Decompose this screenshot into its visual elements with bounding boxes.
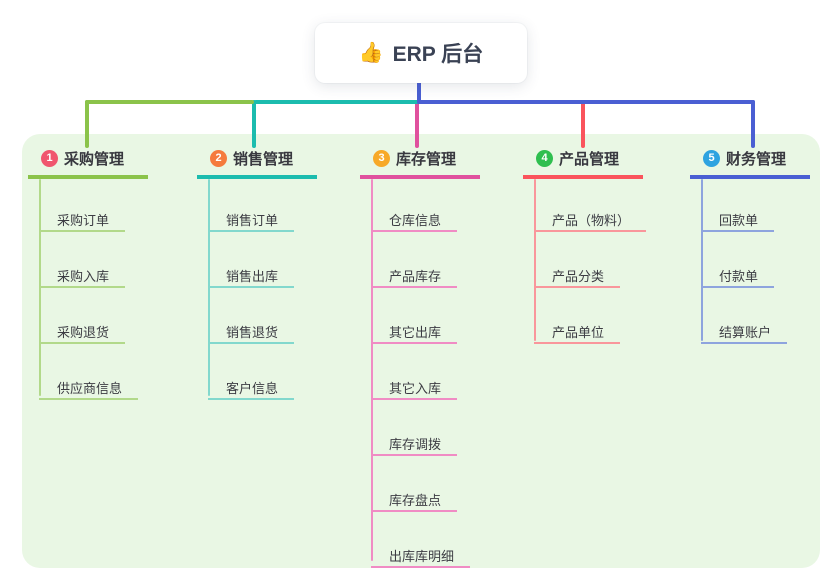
child-node[interactable]: 客户信息 [208, 347, 295, 400]
branch-label: 库存管理 [396, 151, 457, 168]
branch-label: 产品管理 [559, 151, 620, 168]
child-node[interactable]: 结算账户 [701, 291, 788, 344]
background-panel [22, 134, 820, 568]
connector-drop-2 [252, 100, 256, 148]
child-node[interactable]: 采购订单 [39, 179, 126, 232]
branch-children: 回款单付款单结算账户 [701, 179, 788, 347]
child-node[interactable]: 销售退货 [208, 291, 295, 344]
branch-node-3[interactable]: 3 库存管理 [360, 149, 480, 179]
branch-label: 销售管理 [233, 151, 294, 168]
child-node[interactable]: 其它入库 [371, 347, 458, 400]
child-node[interactable]: 其它出库 [371, 291, 458, 344]
branch-children: 仓库信息产品库存其它出库其它入库库存调拨库存盘点出库库明细 [371, 179, 471, 571]
branch-children: 产品（物料）产品分类产品单位 [534, 179, 647, 347]
root-node[interactable]: 👍 ERP 后台 [315, 23, 527, 83]
branch-node-4[interactable]: 4 产品管理 [523, 149, 643, 179]
branch-children: 销售订单销售出库销售退货客户信息 [208, 179, 295, 403]
branch-3: 3 库存管理仓库信息产品库存其它出库其它入库库存调拨库存盘点出库库明细 [360, 149, 480, 568]
branch-1: 1 采购管理采购订单采购入库采购退货供应商信息 [28, 149, 148, 400]
branch-node-2[interactable]: 2 销售管理 [197, 149, 317, 179]
child-node[interactable]: 供应商信息 [39, 347, 139, 400]
branch-number-badge: 5 [703, 150, 720, 167]
connector-drop-1 [85, 100, 89, 148]
branch-child-line [371, 179, 373, 561]
branch-5: 5 财务管理回款单付款单结算账户 [690, 149, 810, 344]
branch-number-badge: 3 [373, 150, 390, 167]
root-title: ERP 后台 [392, 43, 484, 66]
connector-drop-3 [415, 100, 419, 148]
branch-number-badge: 1 [41, 150, 58, 167]
child-node[interactable]: 库存盘点 [371, 459, 458, 512]
connector-root-stem [417, 80, 421, 104]
child-node[interactable]: 产品（物料） [534, 179, 647, 232]
connector-bus-mid [254, 100, 419, 104]
child-node[interactable]: 采购入库 [39, 235, 126, 288]
child-node[interactable]: 采购退货 [39, 291, 126, 344]
branch-4: 4 产品管理产品（物料）产品分类产品单位 [523, 149, 647, 344]
branch-child-line [534, 179, 536, 341]
child-node[interactable]: 回款单 [701, 179, 775, 232]
connector-drop-5 [751, 100, 755, 148]
child-node[interactable]: 付款单 [701, 235, 775, 288]
child-node[interactable]: 产品库存 [371, 235, 458, 288]
child-node[interactable]: 出库库明细 [371, 515, 471, 568]
branch-number-badge: 2 [210, 150, 227, 167]
branch-label: 财务管理 [726, 151, 787, 168]
child-node[interactable]: 产品分类 [534, 235, 621, 288]
branch-children: 采购订单采购入库采购退货供应商信息 [39, 179, 139, 403]
branch-child-line [701, 179, 703, 341]
branch-node-1[interactable]: 1 采购管理 [28, 149, 148, 179]
connector-bus-right [417, 100, 755, 104]
branch-2: 2 销售管理销售订单销售出库销售退货客户信息 [197, 149, 317, 400]
child-node[interactable]: 销售出库 [208, 235, 295, 288]
connector-drop-4 [581, 100, 585, 148]
thumbs-up-icon: 👍 [358, 42, 384, 64]
connector-bus-left [85, 100, 254, 104]
branch-label: 采购管理 [64, 151, 125, 168]
branch-number-badge: 4 [536, 150, 553, 167]
child-node[interactable]: 产品单位 [534, 291, 621, 344]
child-node[interactable]: 仓库信息 [371, 179, 458, 232]
branch-node-5[interactable]: 5 财务管理 [690, 149, 810, 179]
child-node[interactable]: 销售订单 [208, 179, 295, 232]
child-node[interactable]: 库存调拨 [371, 403, 458, 456]
